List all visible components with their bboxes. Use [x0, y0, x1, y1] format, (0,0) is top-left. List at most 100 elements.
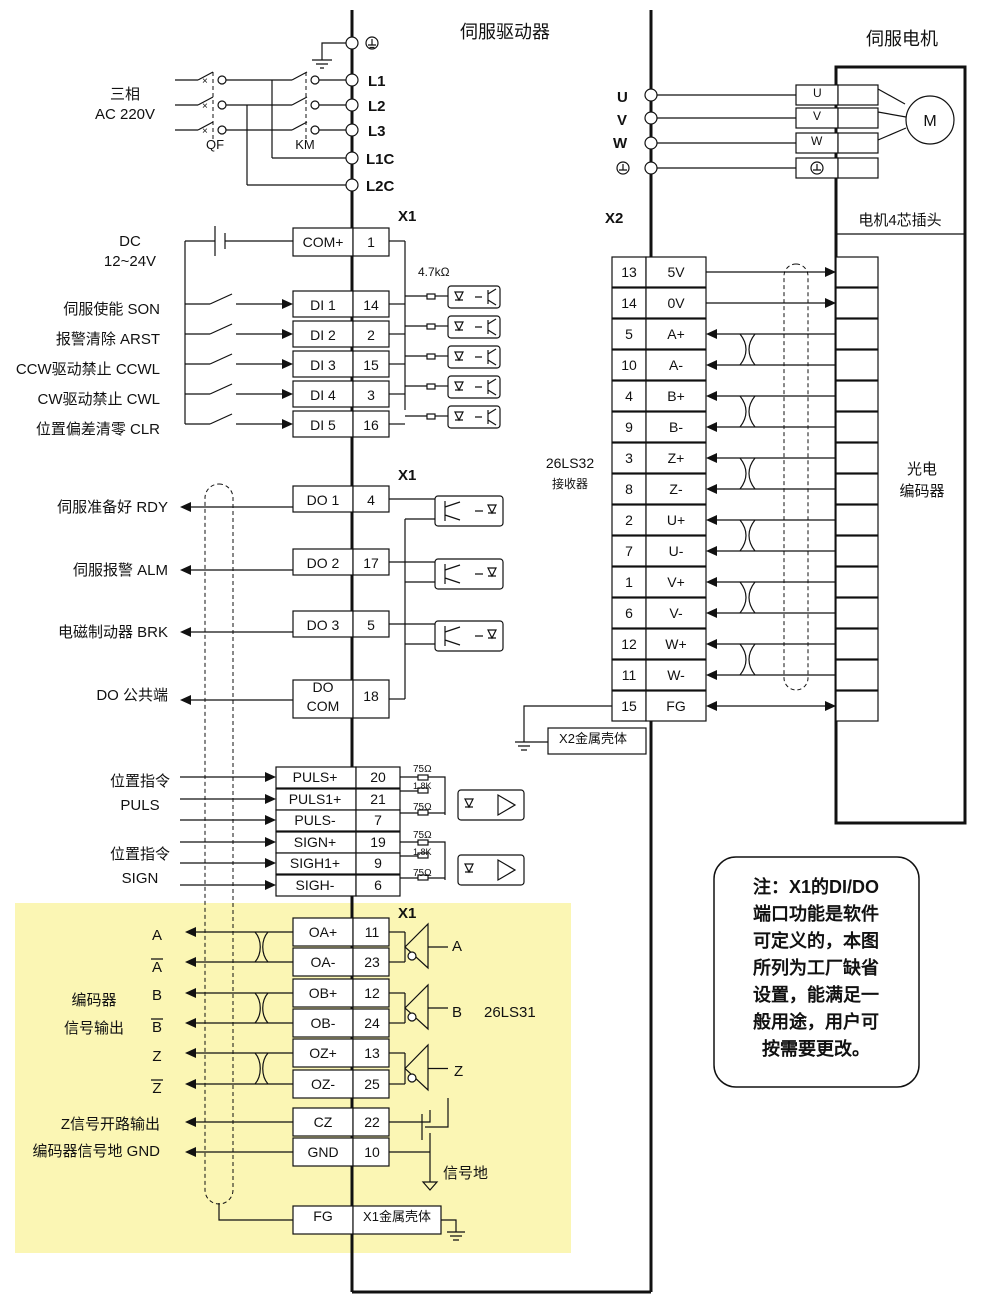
pulse-arrow-icon	[265, 772, 276, 782]
x2-signal-name: W-	[667, 667, 685, 683]
puls1-plus-name: PULS1+	[289, 791, 342, 807]
pulse-pin-cell	[355, 852, 401, 875]
line-driver-chip: 26LS31	[484, 1004, 536, 1021]
km-contact	[310, 75, 320, 85]
pulse-resistor-leads	[400, 776, 446, 815]
x2-pin-cell	[611, 380, 647, 412]
pulse-arrow-icon	[265, 837, 276, 847]
resistor-47k	[426, 323, 436, 330]
x2-signal-name: A-	[669, 357, 683, 373]
x2-pin-cell	[611, 349, 647, 381]
x2-signal-name: V-	[669, 605, 683, 621]
x2-pin-cell	[611, 256, 647, 288]
enc-arrow-icon	[185, 1048, 196, 1058]
di4-label: CW驱动禁止 CWL	[38, 391, 161, 408]
x2-arrow-icon	[706, 639, 717, 649]
motor-symbol	[905, 95, 955, 145]
pulse-opto-parts	[464, 858, 517, 882]
qf-contact	[217, 75, 227, 85]
enc-arrow-icon	[185, 957, 196, 967]
x2-pin-number: 12	[621, 636, 637, 652]
signal-ground-label: 信号地	[443, 1165, 488, 1182]
do-pin-cell	[352, 485, 390, 513]
encoder-plug-cell	[835, 256, 879, 288]
do-arrow-icon	[180, 502, 191, 512]
enc-pin-cell	[352, 917, 390, 947]
terminal-l3: L3	[368, 123, 386, 140]
cz-arrow-icon	[185, 1117, 196, 1127]
encoder-output-block	[185, 917, 465, 1241]
di2-pin: 2	[367, 327, 375, 343]
x2-twisted-pair-icon	[739, 643, 756, 676]
com-plus-pin: 1	[367, 234, 375, 250]
plug-cell-right	[837, 107, 879, 129]
plug-cell-right	[837, 157, 879, 179]
enc-letter-z-bar: Z	[152, 1080, 161, 1097]
x2-signal-name: U-	[669, 543, 684, 559]
km-switch-blade	[291, 121, 308, 131]
x1-label-do: X1	[398, 467, 416, 484]
drive-term-v: V	[617, 112, 627, 129]
do2-label: 伺服报警 ALM	[73, 562, 168, 579]
x2-pin-cell	[611, 442, 647, 474]
x2-signal-name: 0V	[667, 295, 685, 311]
twisted-pair-icon	[254, 931, 269, 963]
encoder-plug-cell	[835, 442, 879, 474]
x2-twisted-pair-icon	[739, 581, 756, 614]
di-pin-cell	[352, 380, 390, 408]
line-driver-icon	[404, 1043, 429, 1092]
note-line-4: 所列为工厂缺省	[753, 957, 879, 978]
power-terminal	[345, 73, 359, 87]
x2-pin-number: 3	[625, 450, 633, 466]
output-opto-icon	[434, 495, 504, 527]
x2-twisted-pair-icon	[739, 457, 756, 490]
note-line-5: 设置，能满足一	[753, 984, 879, 1005]
x2-arrow-icon	[706, 453, 717, 463]
twisted-pair-icon	[254, 1052, 269, 1085]
pulse-opto-icon	[457, 789, 525, 821]
note-line-2: 端口功能是软件	[753, 903, 879, 924]
encoder-plug-cell	[835, 380, 879, 412]
di-arrow-icon	[282, 359, 293, 369]
com-plus-name-cell	[292, 227, 354, 257]
x2-arrow-icon	[706, 329, 717, 339]
gnd-name-cell	[292, 1137, 354, 1167]
di-switch	[209, 413, 233, 425]
driver-inverter	[407, 951, 417, 961]
com-plus-pin-cell	[352, 227, 390, 257]
opto-led	[454, 291, 464, 302]
x2-arrow-icon	[706, 515, 717, 525]
driver-inverter	[407, 1012, 417, 1022]
x2-signal-name: V+	[667, 574, 685, 590]
sign-plus-pin: 19	[370, 834, 386, 850]
di1-pin: 14	[363, 297, 379, 313]
optocoupler-icon	[447, 375, 501, 399]
x2-pin-number: 15	[621, 698, 637, 714]
oz-minus-pin: 25	[364, 1076, 380, 1092]
di-pin-cell	[352, 320, 390, 348]
enc-out-label-2: 信号输出	[64, 1020, 124, 1037]
pulse-arrow-icon	[265, 858, 276, 868]
oz-plus-pin: 13	[364, 1045, 380, 1061]
resistor-75	[417, 774, 429, 781]
puls-plus-pin: 20	[370, 769, 386, 785]
km-switch-blade	[291, 71, 308, 81]
encoder-plug-cell	[835, 690, 879, 722]
note-line-1: 注：X1的DI/DO	[753, 876, 879, 897]
encoder-label-2: 编码器	[899, 483, 944, 500]
encoder-plug-cell	[835, 597, 879, 629]
x2-name-cell	[645, 659, 707, 691]
qf-cross-mark: ×	[202, 126, 208, 137]
x2-power-arrow-icon	[825, 298, 836, 308]
do-arrow-icon	[180, 627, 191, 637]
enc-pin-cell	[352, 1008, 390, 1038]
qf-cross-mark: ×	[202, 76, 208, 87]
di3-pin: 15	[363, 357, 379, 373]
do3-pin: 5	[367, 617, 375, 633]
terminal-l1c: L1C	[366, 151, 395, 168]
encoder-plug-cell	[835, 535, 879, 567]
encoder-plug-cell	[835, 504, 879, 536]
opto-transistor	[475, 318, 497, 336]
encoder-plug-cell	[835, 566, 879, 598]
